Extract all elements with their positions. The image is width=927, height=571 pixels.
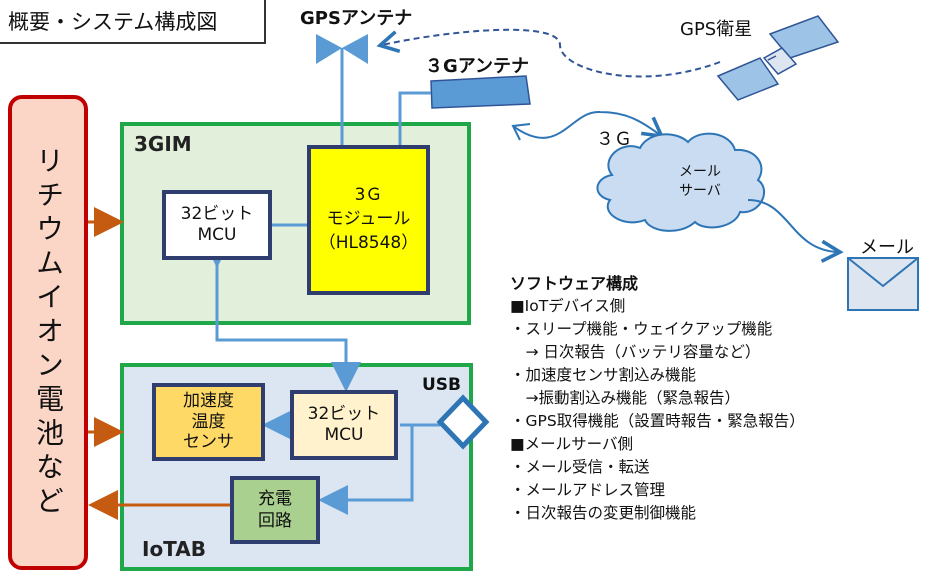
3g-module-block: 3Ｇ モジュール （HL8548） bbox=[307, 145, 430, 295]
software-line: ・日次報告の変更制御機能 bbox=[510, 504, 697, 522]
usb-label: USB bbox=[422, 375, 462, 395]
diagram-title: 概要・システム構成図 bbox=[0, 0, 266, 44]
mail-envelope-icon bbox=[847, 257, 919, 311]
mail-link-line bbox=[747, 199, 844, 263]
software-line: ・メール受信・転送 bbox=[510, 458, 650, 476]
3g-link-label: ３Ｇ bbox=[596, 129, 632, 150]
sensor-block: 加速度 温度 センサ bbox=[152, 383, 265, 461]
software-line: ・メールアドレス管理 bbox=[510, 481, 666, 499]
3g-link-line bbox=[512, 110, 665, 139]
gps-signal-line bbox=[376, 28, 721, 78]
software-line: ・加速度センサ割込み機能 bbox=[510, 366, 697, 384]
gim-mcu-block: 32ビット MCU bbox=[162, 190, 272, 260]
battery-block: リチウムイオン電池など bbox=[8, 95, 88, 570]
gps-satellite-icon bbox=[716, 15, 840, 101]
3g-antenna-label: ３Gアンテナ bbox=[425, 56, 530, 77]
mail-server-label: メール サーバ bbox=[679, 164, 721, 199]
mail-server-cloud-icon bbox=[596, 132, 765, 232]
software-heading: ソフトウェア構成 bbox=[510, 274, 639, 293]
mail-label: メール bbox=[860, 237, 914, 258]
iotab-mcu-block: 32ビット MCU bbox=[290, 390, 398, 460]
iotab-label: IoTAB bbox=[142, 537, 206, 561]
gps-antenna-icon bbox=[316, 34, 368, 148]
software-line: →振動割込み機能（緊急報告） bbox=[510, 389, 741, 407]
software-line: ・スリープ機能・ウェイクアップ機能 bbox=[510, 320, 773, 338]
software-line: ・GPS取得機能（設置時報告・緊急報告） bbox=[510, 412, 805, 430]
battery-label: リチウムイオン電池など bbox=[32, 145, 65, 520]
software-line: ■IoTデバイス側 bbox=[510, 297, 626, 315]
software-line: → 日次報告（バッテリ容量など） bbox=[510, 343, 761, 361]
usb-port-icon bbox=[436, 394, 490, 450]
software-line: ■メールサーバ側 bbox=[510, 435, 633, 453]
gim-label: 3GIM bbox=[134, 132, 192, 156]
charger-block: 充電 回路 bbox=[230, 476, 320, 544]
gps-antenna-label: GPSアンテナ bbox=[300, 8, 413, 29]
gps-satellite-label: GPS衛星 bbox=[680, 19, 753, 40]
3g-antenna-icon bbox=[398, 75, 531, 148]
software-config: ソフトウェア構成 ■IoTデバイス側 ・スリープ機能・ウェイクアップ機能 → 日… bbox=[510, 272, 920, 525]
